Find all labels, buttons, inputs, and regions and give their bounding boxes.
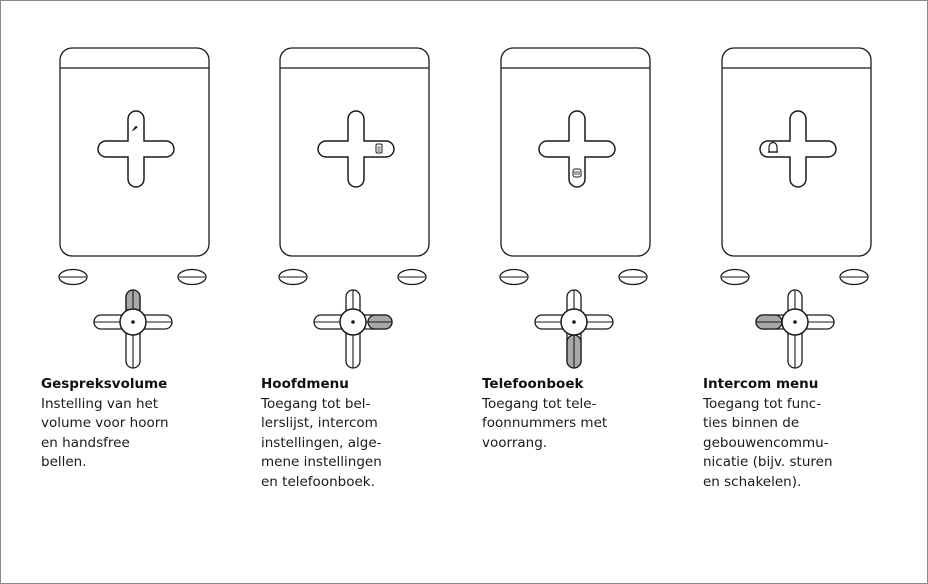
panel-title: Intercom menu — [703, 376, 819, 392]
panel-caption: Telefoonboek Toegang tot tele- foonnumme… — [482, 375, 652, 453]
panel-description: Toegang tot tele- foonnummers met voorra… — [482, 395, 608, 451]
panel-gespreksvolume: Gespreksvolume Instelling van het volume… — [1, 1, 216, 583]
menu-list-icon — [375, 143, 383, 154]
panel-title: Gespreksvolume — [41, 376, 168, 392]
navigation-pad[interactable] — [313, 289, 393, 369]
panel-caption: Intercom menu Toegang tot func- ties bin… — [703, 375, 873, 492]
bell-icon — [768, 141, 778, 153]
device-illustration — [499, 47, 651, 369]
panel-caption: Gespreksvolume Instelling van het volume… — [41, 375, 211, 473]
device-illustration — [720, 47, 872, 369]
handset-icon — [131, 126, 138, 132]
panel-caption: Hoofdmenu Toegang tot bel- lerslijst, in… — [261, 375, 431, 492]
navigation-pad[interactable] — [93, 289, 173, 369]
device-illustration — [278, 47, 430, 369]
screen-cross-symbol — [538, 110, 616, 188]
phonebook-icon — [572, 168, 582, 178]
panel-description: Toegang tot bel- lerslijst, intercom ins… — [261, 395, 382, 490]
panel-title: Hoofdmenu — [261, 376, 349, 392]
navigation-pad[interactable] — [755, 289, 835, 369]
screen-cross-symbol — [317, 110, 395, 188]
navigation-pad[interactable] — [534, 289, 614, 369]
panel-title: Telefoonboek — [482, 376, 584, 392]
screen-cross-symbol — [759, 110, 837, 188]
panel-telefoonboek: Telefoonboek Toegang tot tele- foonnumme… — [442, 1, 657, 583]
panel-description: Instelling van het volume voor hoorn en … — [41, 395, 169, 471]
panel-description: Toegang tot func- ties binnen de gebouwe… — [703, 395, 833, 490]
screen-cross-symbol — [97, 110, 175, 188]
panel-hoofdmenu: Hoofdmenu Toegang tot bel- lerslijst, in… — [221, 1, 436, 583]
device-illustration — [58, 47, 210, 369]
panel-intercom-menu: Intercom menu Toegang tot func- ties bin… — [663, 1, 878, 583]
